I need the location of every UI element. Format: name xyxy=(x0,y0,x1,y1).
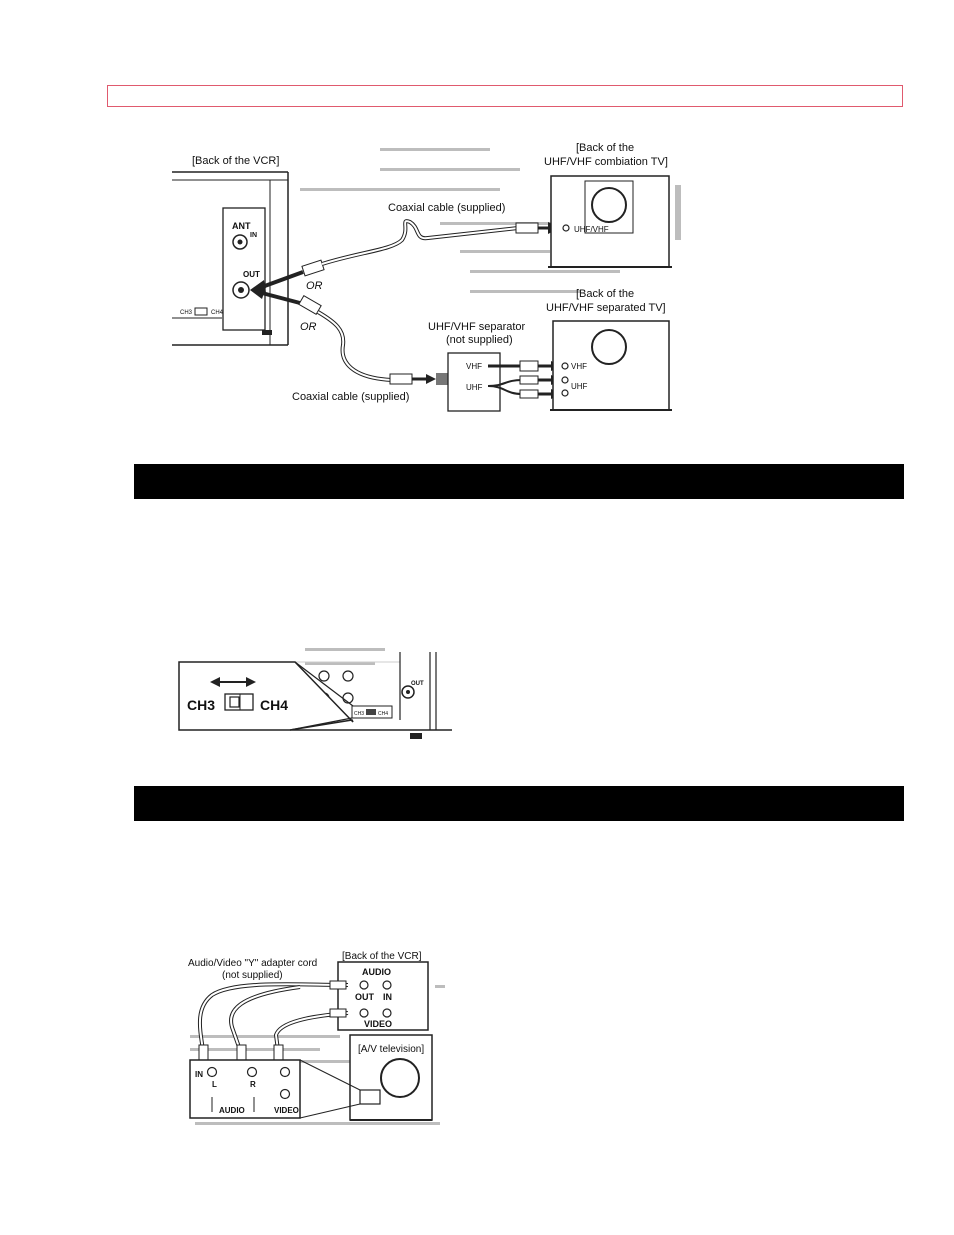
coaxial-cable-top xyxy=(301,219,560,277)
vcr-back-label: [Back of the VCR] xyxy=(192,155,279,167)
vcr-in-label: IN xyxy=(383,992,392,1002)
tv-vhf-label: VHF xyxy=(571,362,587,371)
channel-switch-diagram: OUT CH3 CH4 CH3 CH4 xyxy=(178,648,452,739)
separator-label-2: (not supplied) xyxy=(446,334,513,346)
rear-ch4-label: CH4 xyxy=(378,711,388,717)
separator-vhf-label: VHF xyxy=(466,362,482,371)
panel-audio-label: AUDIO xyxy=(219,1106,245,1115)
section-header-bar-1 xyxy=(134,464,904,499)
separator-label-1: UHF/VHF separator xyxy=(428,321,526,333)
panel-in-label: IN xyxy=(195,1070,203,1079)
coax-bottom-label: Coaxial cable (supplied) xyxy=(292,391,409,403)
vcr-back-label-2: [Back of the VCR] xyxy=(342,951,422,962)
separated-tv-back xyxy=(550,320,672,411)
vcr-audio-label: AUDIO xyxy=(362,967,391,977)
av-tv-label: [A/V television] xyxy=(358,1044,424,1055)
antenna-connection-diagram: [Back of the VCR] ANT IN OUT CH3 CH4 OR … xyxy=(172,142,681,412)
panel-video-label: VIDEO xyxy=(274,1106,299,1115)
or-label-1: OR xyxy=(306,280,323,292)
cord-label-2: (not supplied) xyxy=(222,970,283,981)
panel-r-label: R xyxy=(250,1080,256,1089)
rear-ch3-label: CH3 xyxy=(354,711,364,717)
vcr-out-label: OUT xyxy=(355,992,375,1002)
y-adapter-cord xyxy=(197,980,349,1062)
coaxial-cable-bottom xyxy=(298,294,448,385)
separator-uhf-label: UHF xyxy=(466,383,483,392)
out-label: OUT xyxy=(243,270,260,279)
separated-tv-label-1: [Back of the xyxy=(576,288,634,300)
switch-ch4-label: CH4 xyxy=(260,697,288,713)
av-television xyxy=(349,1034,433,1121)
cord-label-1: Audio/Video "Y" adapter cord xyxy=(188,958,317,969)
switch-ch3-label: CH3 xyxy=(187,697,215,713)
combo-tv-label-1: [Back of the xyxy=(576,142,634,154)
vcr-rear-panel xyxy=(290,648,452,739)
or-label-2: OR xyxy=(300,321,317,333)
ch3-label: CH3 xyxy=(180,310,193,316)
magnified-switch-callout xyxy=(178,661,354,731)
panel-l-label: L xyxy=(212,1080,217,1089)
header-box xyxy=(107,85,903,107)
coax-top-label: Coaxial cable (supplied) xyxy=(388,202,505,214)
section-header-bar-2 xyxy=(134,786,904,821)
vcr-video-label: VIDEO xyxy=(364,1019,392,1029)
rear-out-label: OUT xyxy=(411,681,424,687)
vcr-av-panel xyxy=(337,961,429,1031)
tv-input-panel xyxy=(189,1059,361,1119)
vcr-back xyxy=(172,171,289,346)
tv-uhf-label: UHF xyxy=(571,382,588,391)
background-ghost-text xyxy=(300,148,681,293)
uhf-vhf-port-label: UHF/VHF xyxy=(574,225,609,234)
combo-tv-label-2: UHF/VHF combiation TV] xyxy=(544,156,668,168)
combination-tv-back xyxy=(548,175,672,268)
ant-label: ANT xyxy=(232,221,251,231)
cable-arrows xyxy=(250,270,304,305)
background-ghost-lines xyxy=(190,985,445,1125)
in-label: IN xyxy=(250,232,257,239)
av-connection-diagram: [Back of the VCR] AUDIO OUT IN VIDEO Aud… xyxy=(188,951,445,1125)
separated-tv-label-2: UHF/VHF separated TV] xyxy=(546,302,666,314)
ch4-label: CH4 xyxy=(211,310,224,316)
